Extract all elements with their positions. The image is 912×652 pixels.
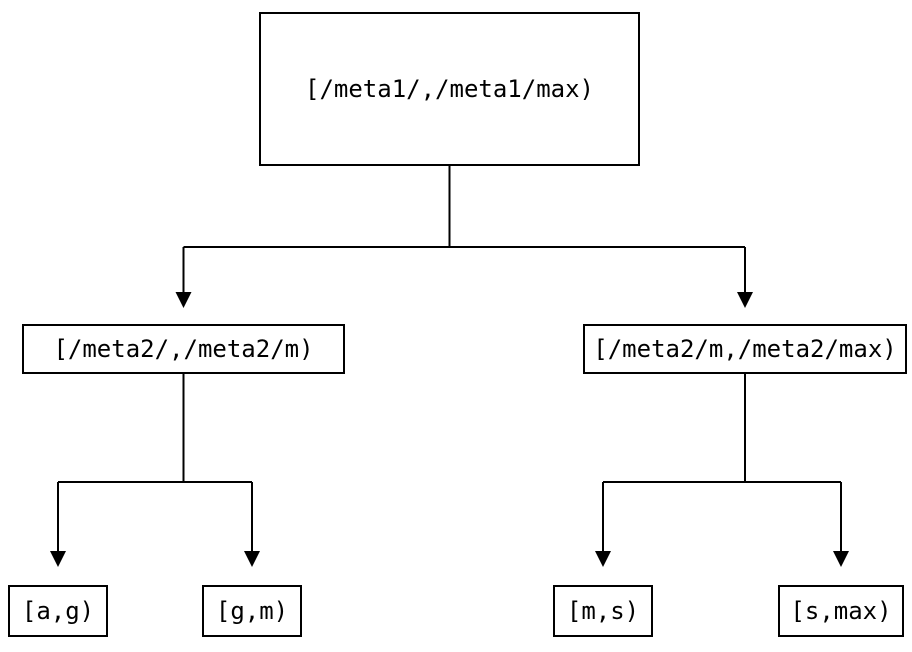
arrowhead-leaf-smax — [833, 551, 849, 567]
node-leaf-ag-label: [a,g) — [21, 597, 95, 625]
node-level2-left: [/meta2/,/meta2/m) — [22, 324, 345, 374]
arrowhead-level2-left — [175, 292, 192, 308]
node-leaf-gm: [g,m) — [202, 585, 302, 637]
arrowhead-leaf-ms — [595, 551, 611, 567]
arrowhead-level2-right — [737, 292, 753, 308]
node-leaf-gm-label: [g,m) — [215, 597, 289, 625]
node-leaf-smax-label: [s,max) — [790, 597, 892, 625]
node-level2-right: [/meta2/m,/meta2/max) — [583, 324, 907, 374]
node-root-label: [/meta1/,/meta1/max) — [305, 75, 594, 103]
node-leaf-ms-label: [m,s) — [566, 597, 640, 625]
node-level2-left-label: [/meta2/,/meta2/m) — [53, 335, 314, 363]
node-leaf-ms: [m,s) — [553, 585, 653, 637]
node-level2-right-label: [/meta2/m,/meta2/max) — [593, 335, 897, 363]
node-leaf-smax: [s,max) — [778, 585, 904, 637]
arrowhead-leaf-ag — [50, 551, 66, 567]
node-root: [/meta1/,/meta1/max) — [259, 12, 640, 166]
arrowhead-leaf-gm — [244, 551, 260, 567]
node-leaf-ag: [a,g) — [8, 585, 108, 637]
